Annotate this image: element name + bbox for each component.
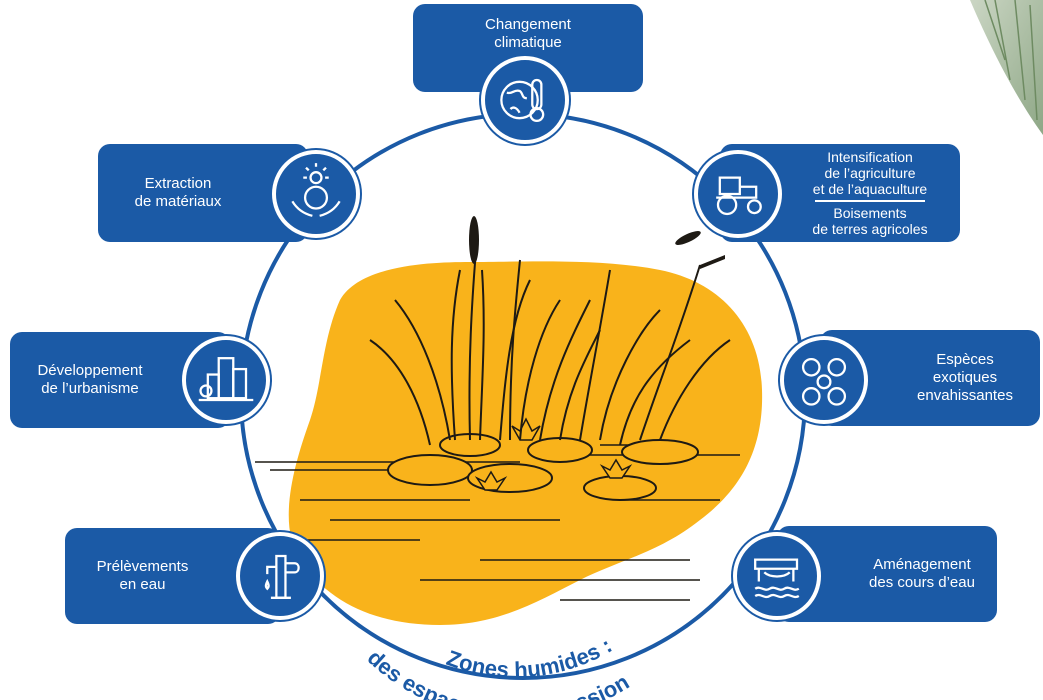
water-lily-flowers bbox=[474, 417, 633, 491]
separator-line bbox=[815, 200, 925, 202]
city-buildings-icon bbox=[182, 336, 270, 424]
lily-pads bbox=[387, 433, 699, 501]
box-extraction: Extraction de matériaux bbox=[98, 144, 308, 242]
dam-icon bbox=[733, 532, 821, 620]
hands-earth-icon bbox=[272, 150, 360, 238]
reeds bbox=[369, 249, 731, 446]
invasive-species-icon bbox=[780, 336, 868, 424]
globe-thermometer-icon bbox=[481, 56, 569, 144]
reed-heads bbox=[469, 216, 725, 269]
caption-line1: Zones humides : bbox=[443, 632, 616, 682]
wetland-blob bbox=[288, 261, 763, 625]
tractor-icon bbox=[694, 150, 782, 238]
water-lines bbox=[255, 444, 740, 601]
grass-photo bbox=[970, 0, 1043, 135]
water-pump-icon bbox=[236, 532, 324, 620]
